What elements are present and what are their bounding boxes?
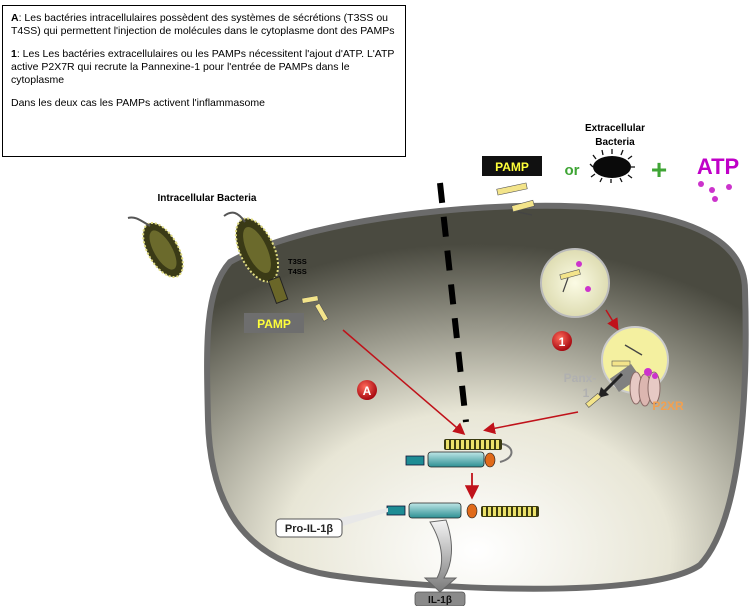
pamp-cell-label: PAMP [257,317,291,331]
t4ss-label: T4SS [288,267,307,276]
release-arrow [423,519,458,593]
panx-label-line2: 1 [583,386,590,400]
pamp-top-label: PAMP [495,160,529,174]
pro-il1b-row [386,502,539,519]
marker-a-circle [357,380,377,400]
pro-il1b-pointer [330,508,388,530]
spring-top [444,439,502,450]
pamp-entering [585,392,602,408]
pamp-cell-box [244,313,304,333]
or-label: or [565,162,580,179]
extracellular-label-line1: Extracellular [585,123,645,134]
p2xr-label: P2XR [652,399,684,413]
arrow-a [342,329,466,435]
marker-1-label: 1 [559,335,566,349]
secretion-system [267,276,289,304]
t3ss-label: T3SS [288,257,307,266]
il1b-box [414,591,466,606]
plus-sign: + [651,154,667,185]
p2xr-channel [629,368,661,407]
atp-vesicle [540,248,610,318]
marker-1-circle [552,331,572,351]
extracellular-bacterium-icon [589,149,635,183]
il1b-label: IL-1β [428,595,452,606]
intracellular-label: Intracellular Bacteria [158,193,257,204]
cell-membrane [204,202,749,592]
pamp-top-box [482,156,542,176]
pro-il1b-label: Pro-IL-1β [285,523,334,535]
arrow-vesicle-down [605,309,619,331]
arrow-1 [483,411,579,435]
inflammasome-complex [405,439,513,468]
intracellular-bacterium-1 [127,216,184,279]
legend-textbox: A: Les bactéries intracellulaires possèd… [2,5,406,157]
intracellular-bacterium-2 [223,211,289,304]
legend-a: A: Les bactéries intracellulaires possèd… [11,12,395,37]
legend-1: 1: Les Les bactéries extracellulaires ou… [11,48,395,86]
atp-molecules [698,181,732,202]
extracellular-label-line2: Bacteria [595,137,635,148]
dashed-separator [437,182,469,423]
pro-il1b-box [275,518,343,538]
atp-label: ATP [697,154,739,179]
pamp-fragments-cell [301,295,329,322]
marker-a-label: A [363,384,372,398]
legend-conclusion: Dans les deux cas les PAMPs activent l'i… [11,97,265,109]
panx-label-line1: Panx- [564,371,597,385]
pamp-fragments-top [496,182,535,216]
